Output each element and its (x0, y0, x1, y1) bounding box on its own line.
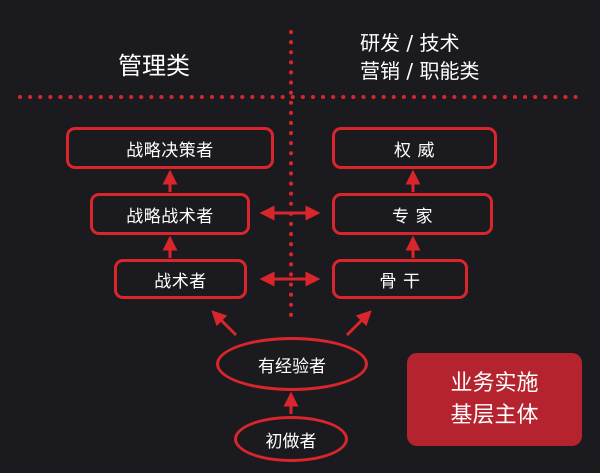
badge-line1: 业务实施 (450, 370, 539, 396)
expert-box: 专 家 (332, 193, 493, 235)
authority-box: 权 威 (332, 127, 497, 169)
tactician-box: 战术者 (114, 259, 247, 299)
rd-header-line2: 营销 / 职能类 (360, 59, 480, 83)
experienced-oval: 有经验者 (216, 337, 368, 391)
arrow-diag-right (345, 310, 372, 337)
badge-line2: 基层主体 (450, 402, 539, 428)
beginner-oval: 初做者 (234, 416, 348, 462)
backbone-box: 骨 干 (332, 259, 468, 299)
strategic-tactician-box: 战略战术者 (90, 193, 250, 235)
arrow-diag-left (211, 310, 238, 337)
frontline-badge: 业务实施 基层主体 (407, 353, 582, 446)
strategic-decision-maker-box: 战略决策者 (66, 127, 274, 169)
rd-header-line1: 研发 / 技术 (360, 31, 460, 55)
management-header: 管理类 (118, 52, 190, 80)
